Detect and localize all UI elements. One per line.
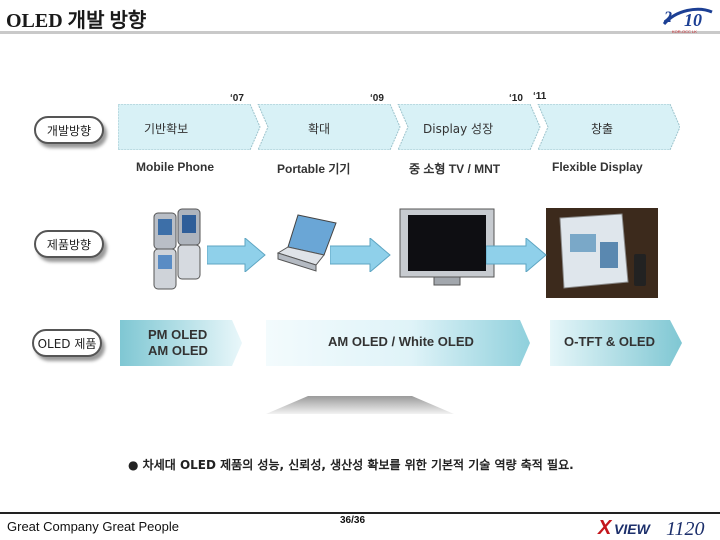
summary-note: ● 차세대 OLED 제품의 성능, 신뢰성, 생산성 확보를 위한 기본적 기…	[128, 458, 574, 472]
stage-chevrons	[118, 104, 680, 150]
product-arrow-1	[207, 238, 266, 272]
oled-arrow-2	[266, 320, 530, 366]
oled-product-label-1b: AM OLED	[148, 343, 208, 358]
year-label-10: ‘10	[509, 93, 523, 104]
stage-label-2: 확대	[308, 122, 331, 136]
stage-label-3: Display 성장	[423, 122, 494, 136]
row-label-development: 개발방향	[34, 116, 104, 144]
stage-chevron-1	[118, 104, 261, 150]
lcd-tv-image	[399, 208, 495, 286]
year-label-07: ‘07	[230, 93, 244, 104]
title-divider	[0, 31, 720, 34]
oled-arrow-1	[120, 320, 242, 366]
flexible-display-demo-image	[546, 208, 658, 298]
direction-label-4: Flexible Display	[552, 160, 643, 174]
oled-product-label-3: O-TFT & OLED	[564, 334, 655, 349]
footer-slogan: Great Company Great People	[7, 519, 179, 534]
xview-logo: X VIEW 1120	[597, 517, 705, 538]
year-label-11: ‘11	[533, 91, 547, 102]
brand-number: 1120	[666, 518, 705, 538]
stage-label-1: 기반확보	[144, 122, 189, 136]
page-number: 36/36	[340, 515, 366, 526]
stage-chevron-2	[257, 104, 401, 150]
year-label-09: ‘09	[370, 93, 384, 104]
logo-number: 10	[684, 10, 702, 30]
upward-arrow-shape	[266, 396, 454, 414]
row-label-oled: OLED 제품	[32, 329, 102, 357]
oled-product-label-2: AM OLED / White OLED	[328, 334, 474, 349]
stage-chevron-3	[397, 104, 541, 150]
direction-label-2: Portable 기기	[277, 162, 351, 176]
logo-caption: KOR-OCC LK	[672, 29, 697, 34]
row-label-product: 제품방향	[34, 230, 104, 258]
stage-label-4: 창출	[591, 122, 614, 136]
product-arrow-2	[330, 238, 391, 272]
flip-phone-image	[153, 208, 201, 290]
logo-2010: 2 10 KOR-OCC LK	[662, 7, 713, 34]
footer-divider	[0, 512, 720, 514]
svg-text:2: 2	[663, 9, 672, 26]
oled-arrow-3	[550, 320, 682, 366]
brand-view: VIEW	[614, 521, 652, 537]
direction-label-3: 중 소형 TV / MNT	[409, 162, 501, 176]
direction-label-1: Mobile Phone	[136, 160, 214, 174]
oled-product-arrows	[120, 320, 682, 366]
product-arrow-3	[486, 238, 547, 272]
page-title: OLED 개발 방향	[6, 10, 147, 32]
stage-chevron-4	[537, 104, 680, 150]
laptop-image	[276, 214, 337, 272]
brand-x: X	[597, 517, 613, 538]
oled-product-label-1a: PM OLED	[148, 327, 208, 342]
